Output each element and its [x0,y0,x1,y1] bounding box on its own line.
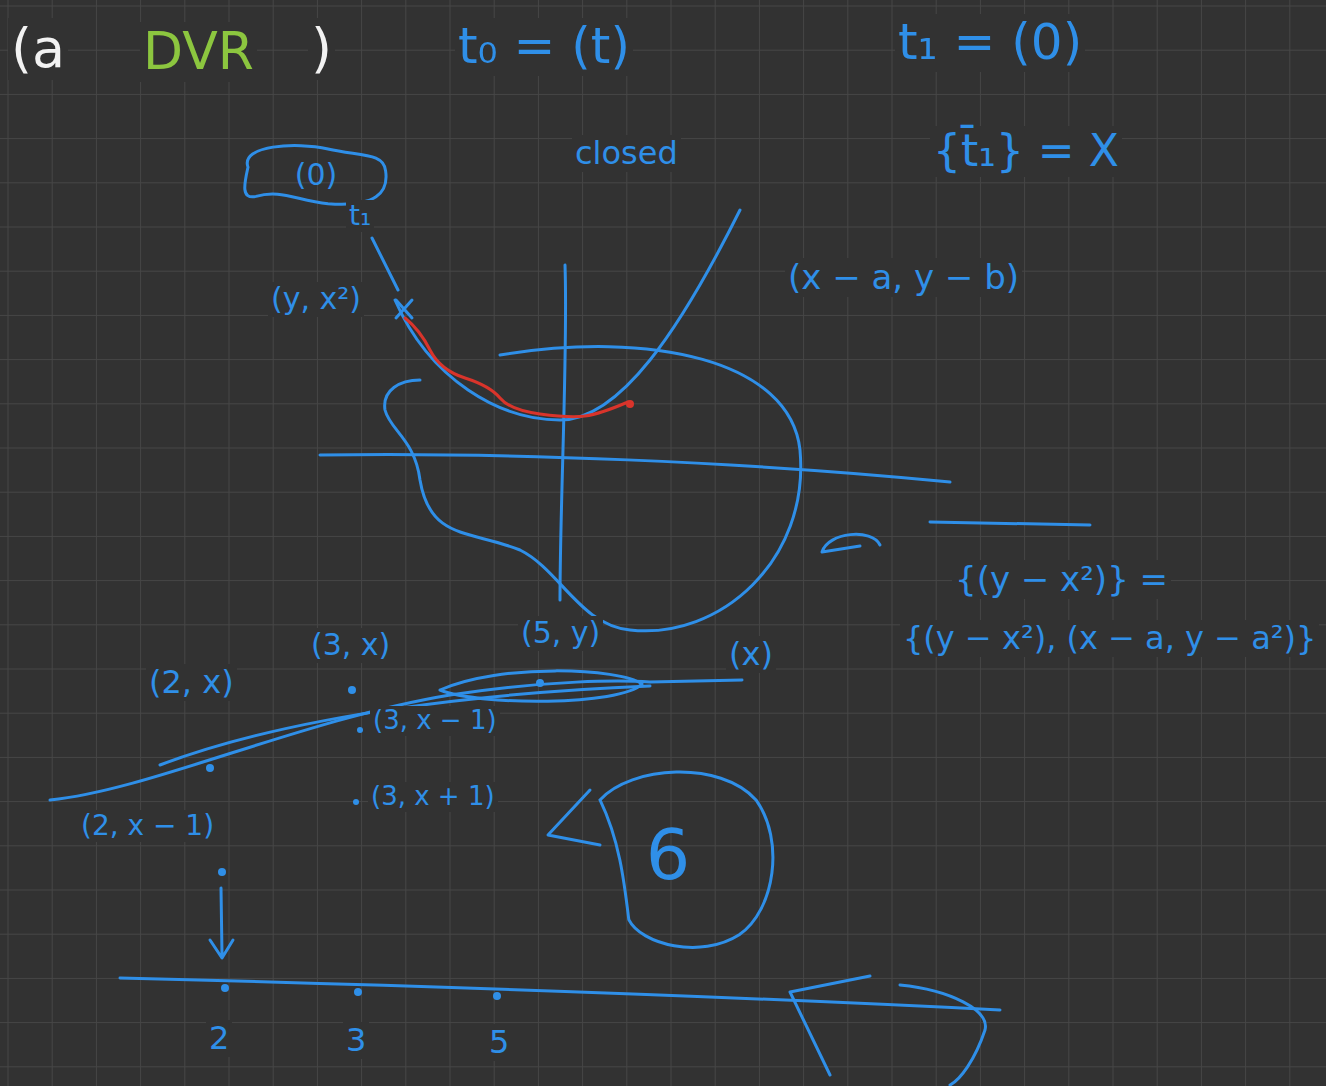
wavy-segment [405,318,628,417]
equation-text: t₁ = (0) [895,14,1085,72]
down-arrow [210,888,233,958]
ideal-label: (x) [726,636,776,673]
angle-mark [548,790,600,845]
equation-text: {(y − x²)} = [952,560,1171,599]
point-dot [493,992,501,1000]
axis-label: 2 [206,1020,232,1057]
point-dot [626,400,634,408]
point-dot [353,799,359,805]
point-dot [354,988,362,996]
axis-label: 3 [343,1022,369,1059]
ideal-label: (5, y) [518,616,603,651]
fiber-blob [440,671,642,701]
ideal-label: (x − a, y − b) [785,258,1022,297]
base-line [120,978,1000,1010]
small-arc [822,534,880,552]
ideal-label: (2, x − 1) [78,810,217,842]
point-dot [206,764,214,772]
equation-text: {(y − x²), (x − a, y − a²)} [900,620,1319,657]
node-text: (0) [295,158,338,191]
axis-label: 5 [486,1024,512,1061]
point-dot [357,727,363,733]
heading-text: (a [8,18,68,80]
point-label: t₁ [346,200,374,232]
vertical-axis [560,265,566,600]
ideal-label: (3, x + 1) [368,782,498,812]
ideal-label: (3, x − 1) [370,706,500,736]
equation-text: t₀ = (t) [455,18,633,76]
heading-text: ) [308,18,335,80]
point-dot [536,679,544,687]
node-text: 6 [646,817,691,894]
point-dot [221,984,229,992]
generic-point-mark [396,300,412,318]
ideal-label: (2, x) [146,664,237,701]
blob-outline [245,146,386,205]
note-text: closed [572,135,681,172]
blob-outline [600,772,773,947]
blob-region: 6 [540,760,780,950]
parabola-curve [395,210,740,420]
ideal-label: (y, x²) [268,282,364,317]
point-dot [348,686,356,694]
leader-line [372,238,398,290]
horizontal-axis [320,454,950,482]
equation-text: {t̄₁} = X [930,126,1122,177]
closed-curve [385,347,801,631]
point-dot [218,868,226,876]
ideal-label: (3, x) [308,628,393,663]
heading-text: DVR [140,22,257,82]
bracket-mark [790,976,985,1085]
closure-overline [930,522,1090,525]
